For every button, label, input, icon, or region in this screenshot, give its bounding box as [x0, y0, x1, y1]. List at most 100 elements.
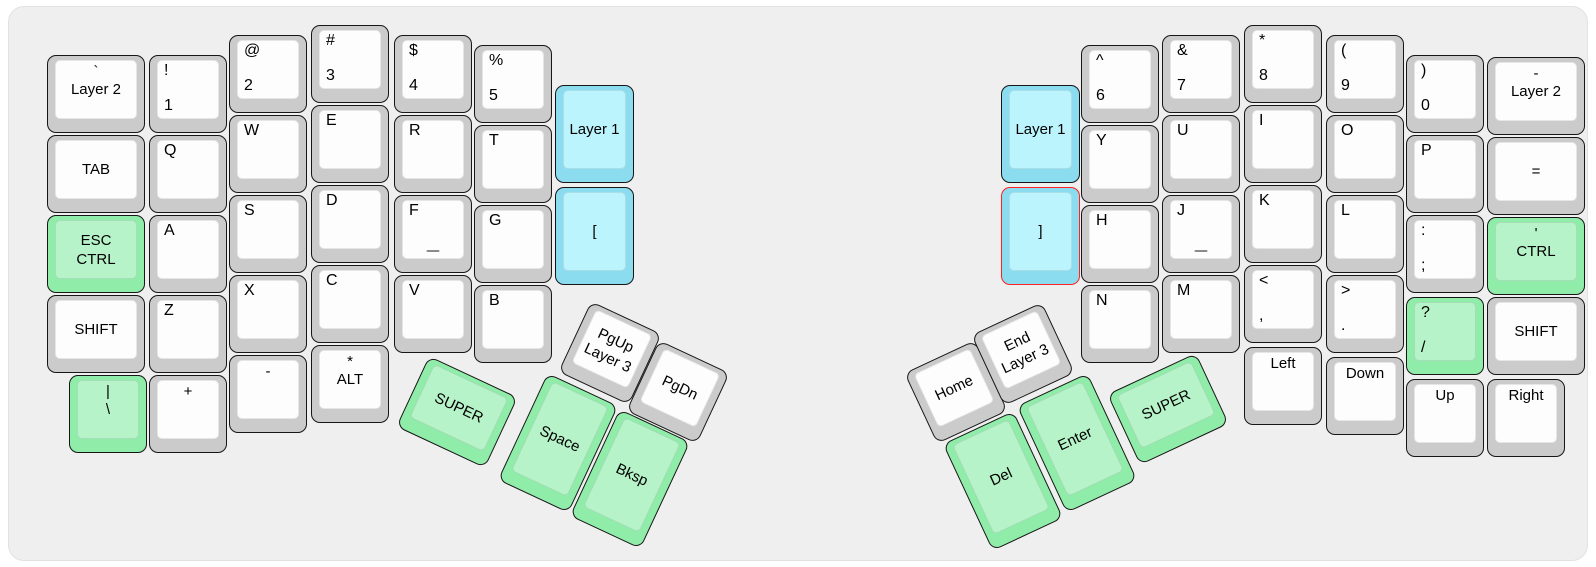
key-tab[interactable]: TAB: [47, 135, 145, 213]
key-g[interactable]: G: [474, 205, 552, 283]
key-amp-7[interactable]: &7: [1162, 35, 1240, 113]
key-h[interactable]: H: [1081, 205, 1159, 283]
key-layer1-right[interactable]: Layer 1: [1001, 85, 1080, 183]
key-star-8[interactable]: *8: [1244, 25, 1322, 103]
key-legend: ALT: [336, 370, 364, 388]
key-n[interactable]: N: [1081, 285, 1159, 363]
key-legend: *: [1259, 32, 1266, 49]
key-excl-1[interactable]: !1: [149, 55, 227, 133]
key-f[interactable]: F: [394, 195, 472, 273]
key-right-arrow[interactable]: Right: [1487, 379, 1565, 457]
key-colon-semicolon[interactable]: :;: [1406, 215, 1484, 293]
key-minus[interactable]: -: [229, 355, 307, 433]
key-at-2[interactable]: @2: [229, 35, 307, 113]
key-l[interactable]: L: [1326, 195, 1404, 273]
key-super-right[interactable]: SUPER: [1107, 352, 1229, 466]
key-t[interactable]: T: [474, 125, 552, 203]
keytop: -Layer 2: [1495, 62, 1577, 121]
keytop: W: [237, 120, 299, 179]
key-b[interactable]: B: [474, 285, 552, 363]
key-down-arrow[interactable]: Down: [1326, 357, 1404, 435]
key-e[interactable]: E: [311, 105, 389, 183]
key-hash-3[interactable]: #3: [311, 25, 389, 103]
key-legend: &: [1177, 42, 1188, 59]
key-paren-0[interactable]: )0: [1406, 55, 1484, 133]
key-v[interactable]: V: [394, 275, 472, 353]
key-paren-9[interactable]: (9: [1326, 35, 1404, 113]
key-legend: Layer 1: [1015, 120, 1066, 138]
key-quote-ctrl[interactable]: 'CTRL: [1487, 217, 1585, 295]
key-legend: 8: [1259, 67, 1268, 85]
key-legend: PgDn: [659, 371, 701, 404]
keytop: ^6: [1089, 50, 1151, 109]
key-plus[interactable]: +: [149, 375, 227, 453]
key-c[interactable]: C: [311, 265, 389, 343]
key-m[interactable]: M: [1162, 275, 1240, 353]
key-d[interactable]: D: [311, 185, 389, 263]
key-legend: W: [244, 122, 260, 139]
keytop: `Layer 2: [55, 60, 137, 119]
key-q[interactable]: Q: [149, 135, 227, 213]
key-p[interactable]: P: [1406, 135, 1484, 213]
keytop: Right: [1495, 384, 1557, 443]
key-legend: M: [1177, 282, 1191, 299]
keytop: $4: [402, 40, 464, 99]
key-legend: Q: [164, 142, 177, 159]
key-legend: ^: [1096, 52, 1104, 69]
key-u[interactable]: U: [1162, 115, 1240, 193]
key-left-arrow[interactable]: Left: [1244, 347, 1322, 425]
key-a[interactable]: A: [149, 215, 227, 293]
key-shift-right[interactable]: SHIFT: [1487, 297, 1585, 375]
key-r[interactable]: R: [394, 115, 472, 193]
key-left-bracket[interactable]: [: [555, 187, 634, 285]
key-equals[interactable]: =: [1487, 137, 1585, 215]
key-up-arrow[interactable]: Up: [1406, 379, 1484, 457]
key-legend: `: [93, 63, 99, 80]
key-j[interactable]: J: [1162, 195, 1240, 273]
key-legend: F: [409, 202, 419, 219]
key-right-bracket[interactable]: ]: [1001, 187, 1080, 285]
key-caret-6[interactable]: ^6: [1081, 45, 1159, 123]
key-x[interactable]: X: [229, 275, 307, 353]
keytop: SUPER: [409, 363, 509, 452]
keytop: #3: [319, 30, 381, 89]
key-super-left[interactable]: SUPER: [396, 355, 518, 469]
key-legend: B: [489, 292, 500, 309]
key-s[interactable]: S: [229, 195, 307, 273]
key-legend: C: [326, 272, 338, 289]
key-legend: Up: [1435, 387, 1455, 404]
keytop: PgDn: [639, 348, 721, 428]
key-grave-layer2[interactable]: `Layer 2: [47, 55, 145, 133]
key-legend: Home: [932, 371, 976, 404]
key-k[interactable]: K: [1244, 185, 1322, 263]
key-w[interactable]: W: [229, 115, 307, 193]
key-legend: I: [1259, 112, 1264, 129]
key-shift-left[interactable]: SHIFT: [47, 295, 145, 373]
key-less-comma[interactable]: <,: [1244, 265, 1322, 343]
keytop: (9: [1334, 40, 1396, 99]
key-percent-5[interactable]: %5: [474, 45, 552, 123]
key-legend: Down: [1345, 365, 1385, 382]
keytop: Layer 1: [1009, 90, 1072, 169]
keytop: !1: [157, 60, 219, 119]
key-y[interactable]: Y: [1081, 125, 1159, 203]
key-legend: \: [105, 400, 111, 418]
keytop: @2: [237, 40, 299, 99]
key-dollar-4[interactable]: $4: [394, 35, 472, 113]
key-legend: E: [326, 112, 337, 129]
key-legend: Layer 2: [1510, 82, 1562, 100]
key-legend: -: [265, 363, 271, 380]
key-question-slash[interactable]: ?/: [1406, 297, 1484, 375]
key-minus-layer2[interactable]: -Layer 2: [1487, 57, 1585, 135]
key-pipe-backslash[interactable]: |\: [69, 375, 147, 453]
key-i[interactable]: I: [1244, 105, 1322, 183]
key-greater-period[interactable]: >.: [1326, 275, 1404, 353]
key-o[interactable]: O: [1326, 115, 1404, 193]
key-z[interactable]: Z: [149, 295, 227, 373]
key-star-alt[interactable]: *ALT: [311, 345, 389, 423]
key-legend: ,: [1259, 307, 1264, 325]
key-layer1-left[interactable]: Layer 1: [555, 85, 634, 183]
